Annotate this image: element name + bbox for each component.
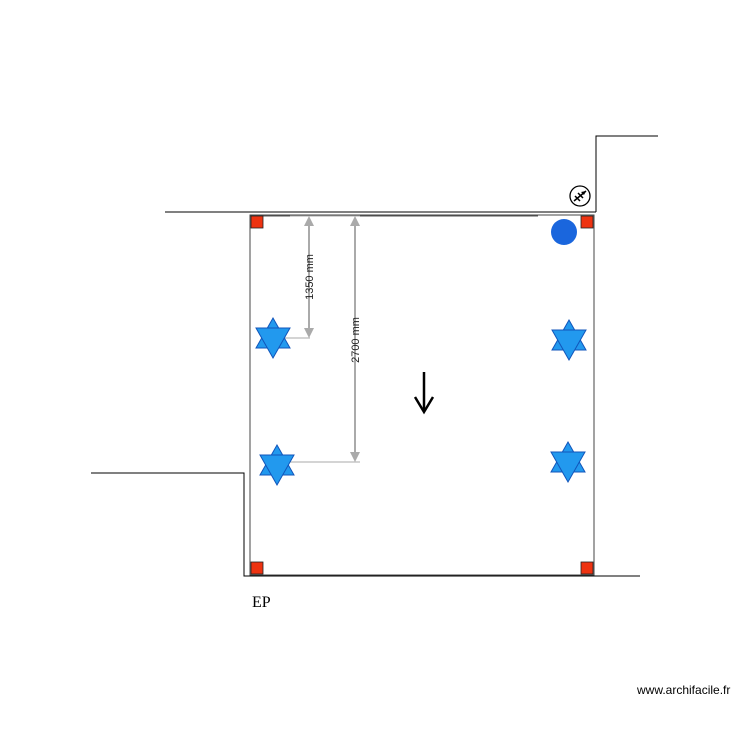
post-icon <box>250 561 264 575</box>
post-icon <box>250 215 264 229</box>
room-outline <box>249 214 595 576</box>
star-lights <box>255 316 587 487</box>
post-icon <box>580 215 594 229</box>
star-light-icon <box>550 440 586 484</box>
dimension-arrowhead <box>304 216 314 226</box>
dimension-2700: 2700 mm <box>285 216 362 463</box>
electric-outlet-icon <box>569 185 591 207</box>
dimension-arrowhead <box>350 452 360 462</box>
dimension-label: 1350 mm <box>304 254 316 300</box>
down-arrow-icon <box>413 372 435 415</box>
corner-posts <box>250 215 594 575</box>
post-icon <box>580 561 594 575</box>
star-light-icon <box>255 316 291 360</box>
room-label: EP <box>252 594 271 611</box>
star-light-icon <box>551 318 587 362</box>
round-light-icon <box>551 219 577 245</box>
top-right-step-wall <box>595 135 658 212</box>
star-light-icon <box>259 443 295 487</box>
dimension-arrowhead <box>350 216 360 226</box>
dimension-label: 2700 mm <box>350 317 362 363</box>
left-step-wall <box>91 472 640 577</box>
dimension-arrowhead <box>304 328 314 338</box>
dimension-1350: 1350 mm <box>263 215 360 339</box>
watermark: www.archifacile.fr <box>636 683 730 697</box>
